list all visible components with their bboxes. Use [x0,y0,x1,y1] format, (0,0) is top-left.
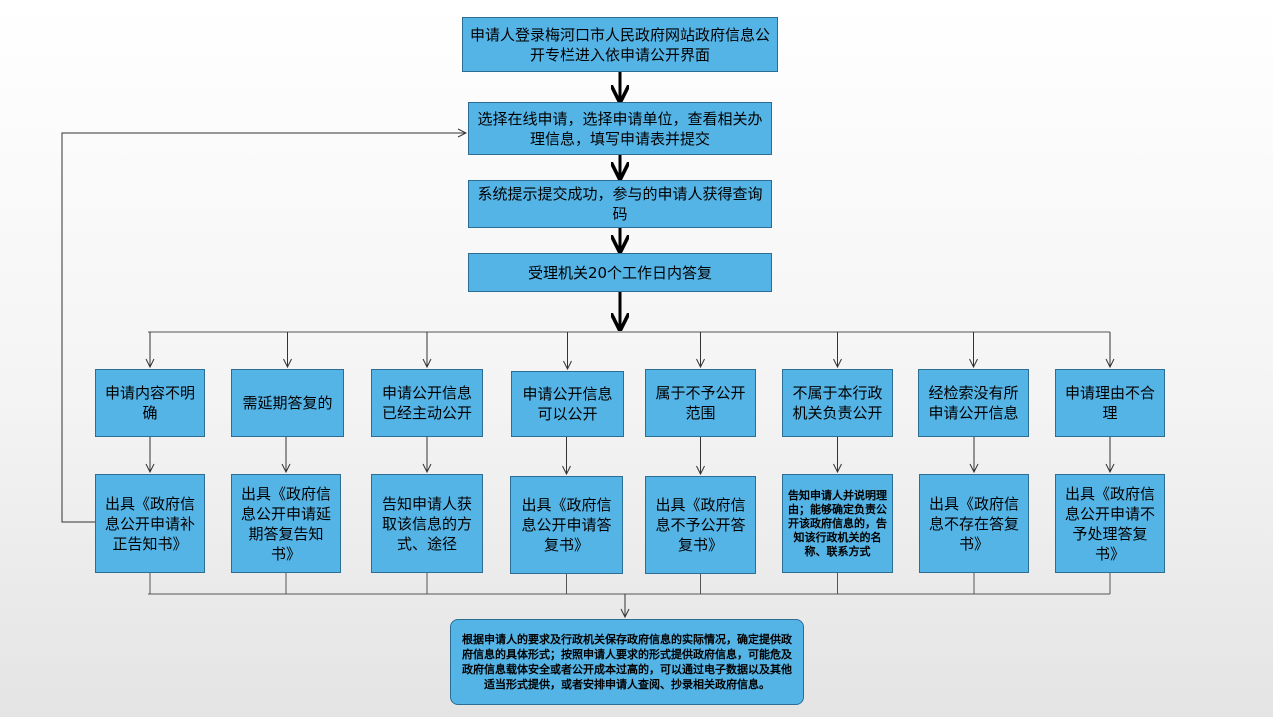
result-box-3: 告知申请人获取该信息的方式、途径 [371,474,483,573]
step-login-box: 申请人登录梅河口市人民政府网站政府信息公开专栏进入依申请公开界面 [462,17,778,72]
condition-box-7: 经检索没有所申请公开信息 [918,369,1029,437]
condition-box-2: 需延期答复的 [231,369,344,437]
result-text: 出具《政府信息公开申请答复书》 [521,496,612,554]
condition-text: 需延期答复的 [242,394,333,412]
condition-text: 经检索没有所申请公开信息 [928,384,1019,422]
condition-box-5: 属于不予公开范围 [645,369,756,437]
condition-box-4: 申请公开信息可以公开 [511,371,624,437]
result-text: 出具《政府信息不予公开答复书》 [655,496,746,554]
result-box-1: 出具《政府信息公开申请补正告知书》 [95,474,205,573]
result-box-6: 告知申请人并说明理由；能够确定负责公开该政府信息的，告知该行政机关的名称、联系方… [782,474,893,573]
step-confirm-box: 系统提示提交成功，参与的申请人获得查询码 [468,180,772,228]
final-note-text: 根据申请人的要求及行政机关保存政府信息的实际情况，确定提供政府信息的具体形式；按… [462,633,792,691]
result-text: 出具《政府信息不存在答复书》 [928,494,1019,553]
condition-text: 属于不予公开范围 [655,384,746,422]
result-text: 告知申请人获取该信息的方式、途径 [381,494,472,553]
feedback-loop-line [61,133,466,523]
result-text: 出具《政府信息公开申请不予处理答复书》 [1064,484,1155,563]
result-box-5: 出具《政府信息不予公开答复书》 [645,476,756,574]
step-select-box: 选择在线申请，选择申请单位，查看相关办理信息，填写申请表并提交 [468,102,772,155]
result-box-4: 出具《政府信息公开申请答复书》 [510,476,623,574]
step-login-text: 申请人登录梅河口市人民政府网站政府信息公开专栏进入依申请公开界面 [469,25,770,64]
condition-text: 申请公开信息已经主动公开 [381,384,472,422]
result-box-7: 出具《政府信息不存在答复书》 [919,474,1029,573]
step-reply-box: 受理机关20个工作日内答复 [468,253,772,292]
result-text: 告知申请人并说明理由；能够确定负责公开该政府信息的，告知该行政机关的名称、联系方… [788,488,887,558]
condition-box-6: 不属于本行政机关负责公开 [782,369,893,437]
condition-box-8: 申请理由不合理 [1055,369,1165,437]
result-text: 出具《政府信息公开申请补正告知书》 [104,494,195,553]
step-select-text: 选择在线申请，选择申请单位，查看相关办理信息，填写申请表并提交 [477,109,763,148]
condition-text: 申请理由不合理 [1064,384,1155,422]
condition-text: 申请内容不明确 [104,384,195,422]
condition-text: 不属于本行政机关负责公开 [792,384,883,422]
step-confirm-text: 系统提示提交成功，参与的申请人获得查询码 [477,185,763,223]
result-box-2: 出具《政府信息公开申请延期答复告知书》 [231,474,341,573]
result-text: 出具《政府信息公开申请延期答复告知书》 [240,484,331,563]
condition-box-1: 申请内容不明确 [95,369,205,437]
final-note-box: 根据申请人的要求及行政机关保存政府信息的实际情况，确定提供政府信息的具体形式；按… [450,619,804,705]
branch-connector-group [150,332,1110,594]
result-box-8: 出具《政府信息公开申请不予处理答复书》 [1055,474,1165,573]
step-reply-text: 受理机关20个工作日内答复 [527,263,713,282]
condition-text: 申请公开信息可以公开 [522,385,613,423]
condition-box-3: 申请公开信息已经主动公开 [371,369,483,437]
